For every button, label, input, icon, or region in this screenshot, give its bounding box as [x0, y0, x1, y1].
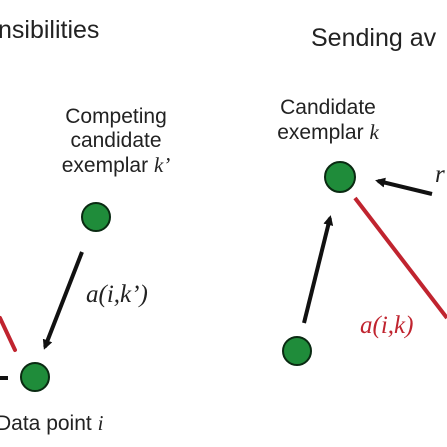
- partial-formula-right: r: [435, 161, 445, 188]
- availability-line-red: [353, 196, 447, 320]
- candidate-exemplar-line2-text: exemplar: [277, 121, 370, 144]
- candidate-exemplar-node: [324, 161, 356, 193]
- right-data-point-node: [282, 336, 312, 366]
- candidate-exemplar-line2: exemplar k: [262, 120, 394, 145]
- data-point-label-text: Data point: [0, 412, 98, 435]
- right-panel-heading: Sending av: [311, 24, 437, 52]
- competing-exemplar-variable: k’: [153, 153, 171, 177]
- data-point-node: [20, 362, 50, 392]
- competing-exemplar-line3: exemplar k’: [48, 153, 184, 178]
- competing-exemplar-line3-text: exemplar: [61, 154, 154, 177]
- responsibility-arrow-point-to-candidate: [302, 215, 334, 324]
- candidate-exemplar-line1: Candidate: [280, 96, 376, 119]
- competing-exemplar-line1: Competing: [65, 105, 167, 128]
- competing-exemplar-node: [81, 202, 111, 232]
- data-point-label: Data point i: [0, 411, 103, 436]
- candidate-exemplar-variable: k: [369, 120, 379, 144]
- candidate-availability-formula: a(i,k): [360, 312, 414, 339]
- left-panel-heading: nsibilities: [0, 16, 100, 44]
- responsibility-arrow-incoming-right: [375, 177, 433, 196]
- availability-arrow-competing-to-point: [42, 251, 84, 350]
- competing-exemplar-line2: candidate: [70, 129, 162, 152]
- data-point-variable: i: [97, 411, 104, 435]
- competing-availability-formula: a(i,k’): [86, 281, 148, 308]
- competing-exemplar-label: Competing candidate exemplar k’: [48, 105, 184, 178]
- availability-edge-left-partial: [0, 316, 17, 352]
- candidate-exemplar-label: Candidate exemplar k: [262, 96, 394, 145]
